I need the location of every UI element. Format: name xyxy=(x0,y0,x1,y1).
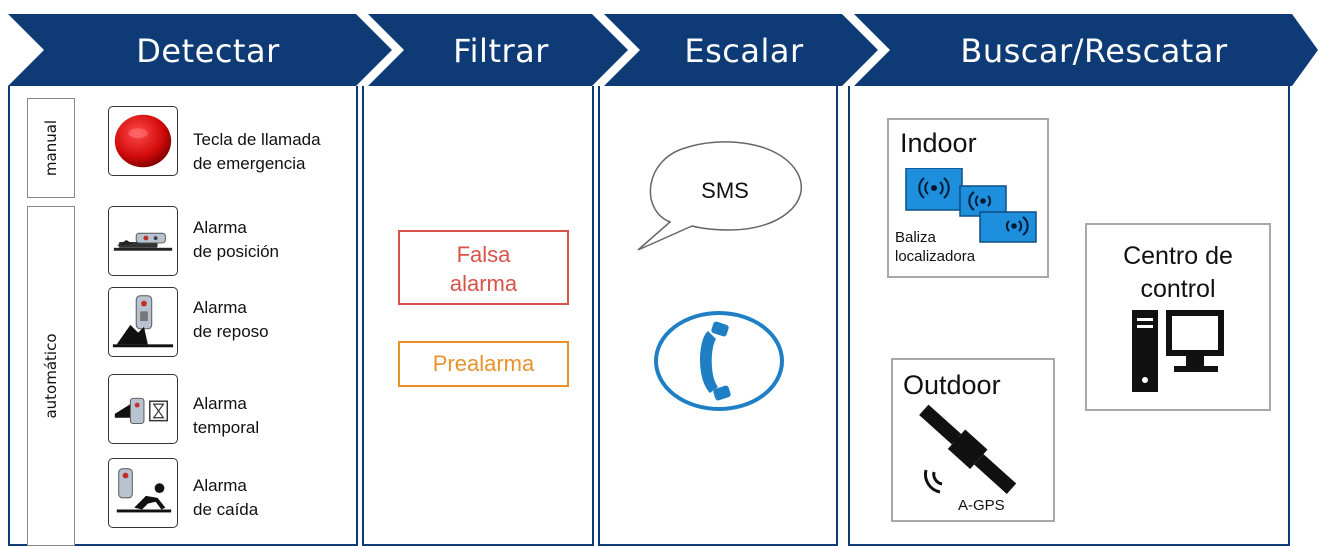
indoor-title: Indoor xyxy=(900,128,977,158)
gps-label: A-GPS xyxy=(958,497,1005,514)
stage-arrow-detect xyxy=(8,14,392,86)
phone-handset-icon xyxy=(654,311,784,411)
auto-label: automático xyxy=(42,333,60,419)
timer-alarm-icon xyxy=(108,374,178,444)
stage-arrow-escalate xyxy=(604,14,878,86)
process-header-bar xyxy=(8,14,1318,86)
stage-title-detect: Detectar xyxy=(136,32,280,70)
sms-speech-bubble xyxy=(637,141,803,251)
sms-label: SMS xyxy=(701,178,749,203)
stage-title-escalate: Escalar xyxy=(684,32,804,70)
stage-title-filter: Filtrar xyxy=(453,32,549,70)
red-emergency-button-icon xyxy=(108,106,178,176)
column-filter xyxy=(362,86,594,546)
stage-title-rescue: Buscar/Rescatar xyxy=(960,32,1228,70)
manual-label: manual xyxy=(42,119,60,177)
stage-arrow-rescue xyxy=(854,14,1318,86)
satellite-icon xyxy=(919,404,1017,494)
computer-icon xyxy=(1132,310,1224,392)
stage-arrow-filter xyxy=(368,14,628,86)
manual-label-box: manual xyxy=(27,98,75,198)
fall-alarm-icon xyxy=(108,458,178,528)
outdoor-title: Outdoor xyxy=(903,370,1001,400)
position-alarm-icon xyxy=(108,206,178,276)
prealarm-box: Prealarma xyxy=(398,341,569,387)
auto-label-box: automático xyxy=(27,206,75,546)
beacon-icon xyxy=(905,168,1037,243)
rest-alarm-icon xyxy=(108,287,178,357)
